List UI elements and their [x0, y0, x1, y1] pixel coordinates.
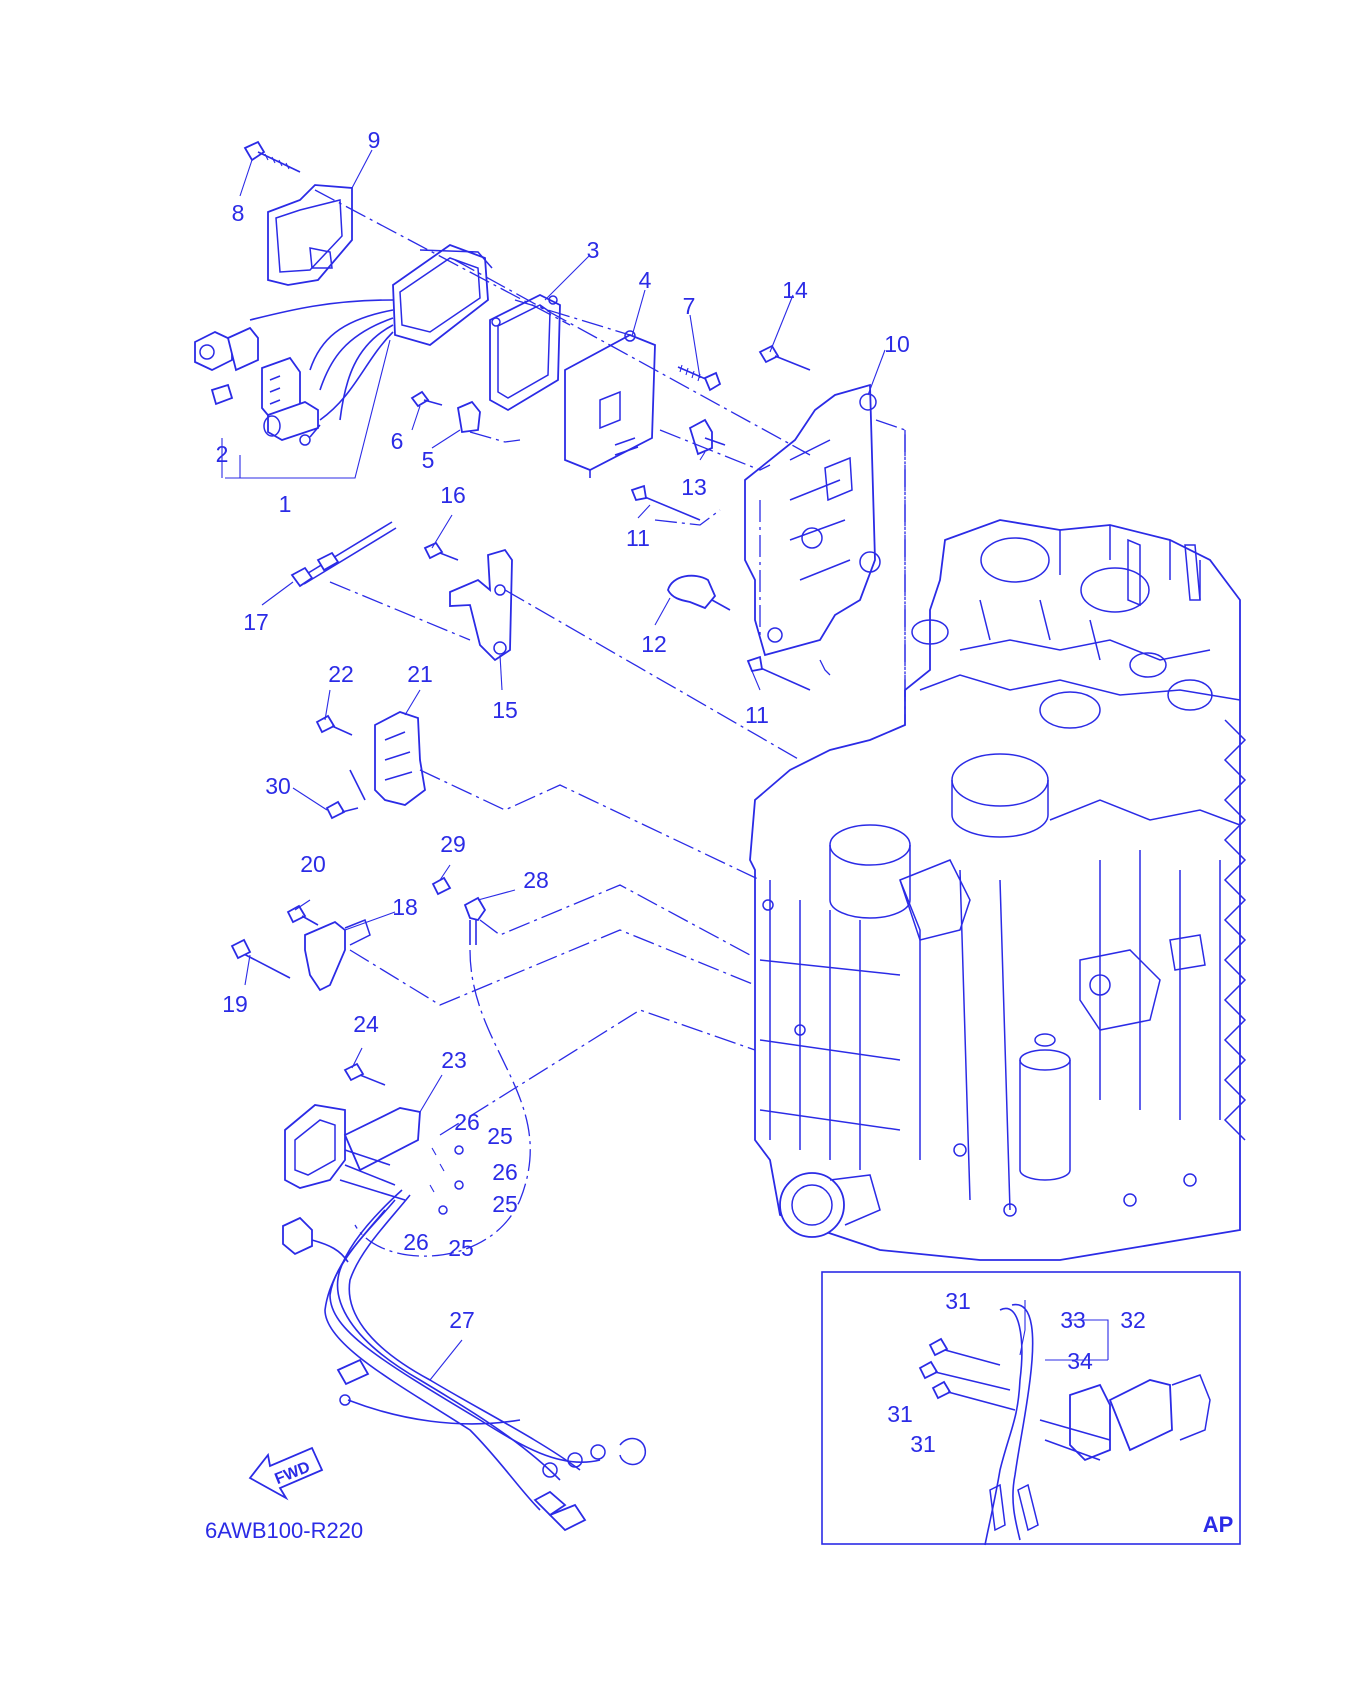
callout-10: 10 [884, 331, 910, 357]
callout-20: 20 [300, 851, 326, 877]
wire-harness-27-drawing [282, 1189, 646, 1532]
bolt-16-drawing [423, 541, 444, 560]
callout-9: 9 [368, 127, 381, 153]
callout-13: 13 [681, 474, 707, 500]
bolt-30-drawing [325, 800, 346, 820]
terminal-28-drawing [463, 896, 487, 922]
callout-23: 23 [441, 1047, 467, 1073]
bolt-29-drawing [431, 876, 452, 896]
callout-28: 28 [523, 867, 549, 893]
callout-18: 18 [392, 894, 418, 920]
clamp-12-drawing [667, 574, 717, 610]
callout-17: 17 [243, 609, 269, 635]
callout-19: 19 [222, 991, 248, 1017]
cable-tie-17-drawing [299, 521, 393, 579]
gasket-3-drawing [489, 293, 561, 412]
callout-30: 30 [265, 773, 291, 799]
engine-block-drawing [749, 519, 1247, 1261]
callout-34: 34 [1067, 1348, 1093, 1374]
callout-24: 24 [353, 1011, 379, 1037]
callout-26c: 26 [403, 1229, 429, 1255]
callout-8: 8 [232, 200, 245, 226]
callout-15: 15 [492, 697, 518, 723]
spacer-5-drawing [456, 400, 481, 434]
callout-31b: 31 [887, 1401, 913, 1427]
bolt-6-drawing [410, 390, 430, 408]
callout-22: 22 [328, 661, 354, 687]
callout-25b: 25 [492, 1191, 518, 1217]
callout-4: 4 [639, 267, 652, 293]
bolt-20-drawing [286, 904, 307, 924]
callout-25a: 25 [487, 1123, 513, 1149]
callout-11b: 11 [745, 702, 769, 728]
ecu-assembly-drawing [194, 243, 493, 479]
bolt-22-drawing [315, 714, 336, 734]
drawing-code: 6AWB100-R220 [205, 1518, 363, 1543]
callout-31c: 31 [910, 1431, 936, 1457]
callout-3: 3 [587, 237, 600, 263]
callout-26b: 26 [492, 1159, 518, 1185]
callout-7: 7 [683, 293, 696, 319]
ap-inset [821, 1271, 1241, 1546]
callout-5: 5 [422, 447, 435, 473]
callout-2: 2 [216, 441, 229, 467]
callout-33: 33 [1060, 1307, 1086, 1333]
callout-25c: 25 [448, 1235, 474, 1261]
callout-16: 16 [440, 482, 466, 508]
inset-label-ap: AP [1203, 1512, 1234, 1537]
sensor-23-drawing [284, 1104, 346, 1189]
cover-4-drawing [564, 334, 656, 471]
callout-6: 6 [391, 428, 404, 454]
bracket-15-drawing [449, 548, 513, 662]
callout-leaders [221, 149, 1109, 1381]
callout-12: 12 [641, 631, 667, 657]
callout-29: 29 [440, 831, 466, 857]
callout-11a: 11 [626, 525, 650, 551]
screw-11a-drawing [639, 494, 701, 521]
bracket-10-drawing [744, 383, 876, 657]
fwd-arrow [248, 1446, 324, 1501]
bolt-19-drawing [239, 951, 291, 979]
bolt-8-drawing [243, 140, 266, 162]
callout-32: 32 [1120, 1307, 1146, 1333]
leader-lines [314, 189, 906, 1257]
bolt-24-drawing [343, 1062, 365, 1082]
callout-labels: 1 2 3 4 5 6 7 8 9 10 11 11 12 13 14 15 1… [205, 127, 1233, 1543]
bracket-21-drawing [374, 711, 426, 806]
bolt-14-drawing [758, 344, 780, 364]
callout-31a: 31 [945, 1288, 971, 1314]
callout-21: 21 [407, 661, 433, 687]
callout-14: 14 [782, 277, 808, 303]
screw-11b-drawing [755, 665, 811, 691]
callout-1: 1 [279, 491, 292, 517]
bracket-18-drawing [304, 920, 346, 992]
callout-27: 27 [449, 1307, 475, 1333]
callout-26a: 26 [454, 1109, 480, 1135]
